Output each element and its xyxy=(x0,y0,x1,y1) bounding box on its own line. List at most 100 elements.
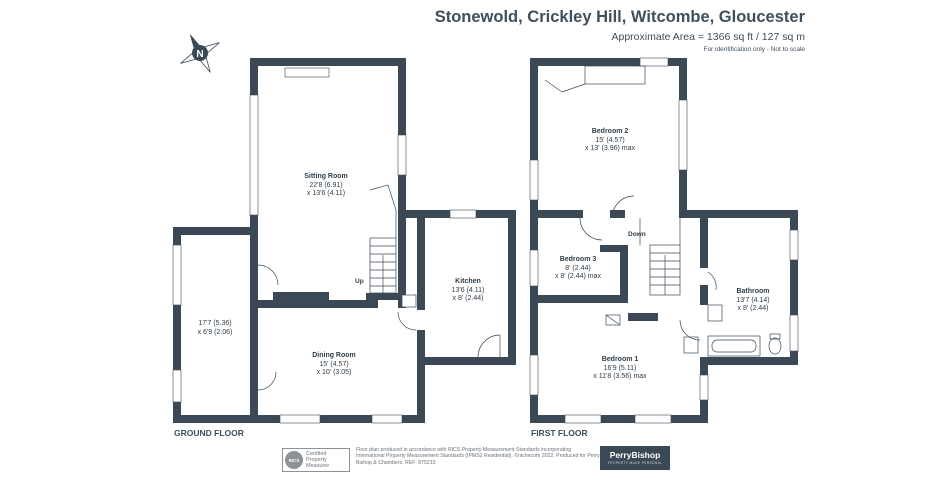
window xyxy=(678,99,688,171)
window xyxy=(397,134,407,176)
window xyxy=(639,57,669,67)
window xyxy=(789,229,799,261)
wall xyxy=(530,58,687,66)
window xyxy=(279,414,321,424)
page-title: Stonewold, Crickley Hill, Witcombe, Glou… xyxy=(434,8,805,26)
wall xyxy=(700,357,798,365)
room-dimension: 17'7 (5.36) xyxy=(198,320,232,327)
door-swing xyxy=(707,271,717,291)
room-dimension: 22'8 (6.91) xyxy=(309,181,343,189)
ground-floor-label: GROUND FLOOR xyxy=(174,428,244,438)
room-dimension: x 8' (2.44) xyxy=(452,295,484,302)
window xyxy=(249,94,259,216)
window xyxy=(449,209,477,219)
rics-badge: RICS Certified Property Measurer xyxy=(282,448,350,472)
room-bedroom-1: Bedroom 1 16'9 (5.11) x 11'8 (3.56) max xyxy=(593,356,646,382)
room-name: Kitchen xyxy=(455,278,481,285)
wall xyxy=(173,227,258,235)
first-floor-label: FIRST FLOOR xyxy=(531,428,588,438)
wall xyxy=(417,357,516,365)
cupboard xyxy=(401,294,417,308)
window xyxy=(529,159,539,201)
brand-tagline: PROPERTY MADE PERSONAL xyxy=(607,461,663,465)
room-dimension: 16'9 (5.11) xyxy=(603,364,637,372)
room-name: Bedroom 1 xyxy=(601,356,639,363)
window xyxy=(699,374,709,401)
wall xyxy=(790,210,798,365)
cupboard xyxy=(605,314,621,326)
wall xyxy=(530,415,708,423)
door-swing xyxy=(611,195,635,219)
bath xyxy=(707,335,761,357)
compass-letter: N xyxy=(196,49,203,60)
window xyxy=(371,414,403,424)
wall xyxy=(620,245,628,303)
toilet xyxy=(768,337,782,355)
room-bedroom-3: Bedroom 3 8' (2.44) x 8' (2.44) max xyxy=(555,256,601,282)
wall xyxy=(250,58,406,66)
room-bedroom-2: Bedroom 2 15' (4.57) x 13' (3.96) max xyxy=(585,128,635,154)
room-dimension: x 10' (3.05) xyxy=(316,369,352,376)
wall xyxy=(508,210,516,365)
door-swing xyxy=(257,264,279,286)
rics-line: Certified xyxy=(306,451,327,457)
door-swing xyxy=(257,371,277,391)
shower-tray xyxy=(683,336,699,354)
wall xyxy=(679,210,798,218)
room-dimension: x 13' (3.96) max xyxy=(585,145,635,152)
room-dimension: 8' (2.44) xyxy=(565,264,591,272)
scale-note: For identification only - Not to scale xyxy=(703,46,805,53)
wall xyxy=(366,293,406,300)
room-name: Sitting Room xyxy=(304,173,348,180)
door-swing xyxy=(397,311,417,331)
room-dining: Dining Room 15' (4.57) x 10' (3.05) xyxy=(312,352,356,378)
window xyxy=(789,314,799,352)
disclaimer-text: Floor plan produced in accordance with R… xyxy=(356,447,600,466)
window xyxy=(529,354,539,396)
wall xyxy=(700,285,708,305)
stairs-up-label: Up xyxy=(355,278,364,285)
wall xyxy=(250,285,258,423)
wall xyxy=(538,295,628,303)
compass-icon: N xyxy=(180,33,220,73)
wall xyxy=(530,58,538,423)
window xyxy=(172,369,182,403)
rics-text: Certified Property Measurer xyxy=(306,451,329,469)
room-dimension: x 13'6 (4.11) xyxy=(306,190,346,197)
wall xyxy=(538,210,583,218)
basin xyxy=(707,304,723,322)
brand-logo: PerryBishop PROPERTY MADE PERSONAL xyxy=(600,446,670,470)
window xyxy=(284,67,330,78)
room-kitchen: Kitchen 13'6 (4.11) x 8' (2.44) xyxy=(452,278,485,304)
wall xyxy=(610,210,625,218)
wall xyxy=(398,58,406,308)
room-dimension: x 8' (2.44) xyxy=(737,305,769,312)
door-swing xyxy=(579,217,603,241)
chimney-breast xyxy=(273,292,329,308)
window xyxy=(634,414,672,424)
wall xyxy=(700,218,708,268)
rics-logo: RICS xyxy=(285,451,303,469)
rics-line: Measurer xyxy=(306,463,330,469)
door-swing xyxy=(477,334,501,358)
brand-name: PerryBishop xyxy=(609,450,661,460)
room-name: Bedroom 2 xyxy=(591,128,629,135)
window xyxy=(529,249,539,287)
room-dimension: 15' (4.57) xyxy=(595,136,625,144)
wall xyxy=(173,415,263,423)
room-dimension: 15' (4.57) xyxy=(319,360,349,368)
wall xyxy=(628,313,658,321)
room-dimension: 13'7 (4.14) xyxy=(736,296,770,304)
door-swing xyxy=(679,319,701,341)
wardrobe xyxy=(584,65,646,85)
window xyxy=(172,244,182,306)
stairs-down-label: Down xyxy=(628,231,646,238)
room-name: Dining Room xyxy=(312,352,356,359)
room-bathroom: Bathroom 13'7 (4.14) x 8' (2.44) xyxy=(736,288,769,314)
room-dimension: 13'6 (4.11) xyxy=(451,286,485,294)
room-dimension: x 11'8 (3.56) max xyxy=(593,373,647,380)
approximate-area: Approximate Area = 1366 sq ft / 127 sq m xyxy=(611,31,806,43)
room-garage: 17'7 (5.36) x 6'9 (2.06) xyxy=(198,320,233,337)
